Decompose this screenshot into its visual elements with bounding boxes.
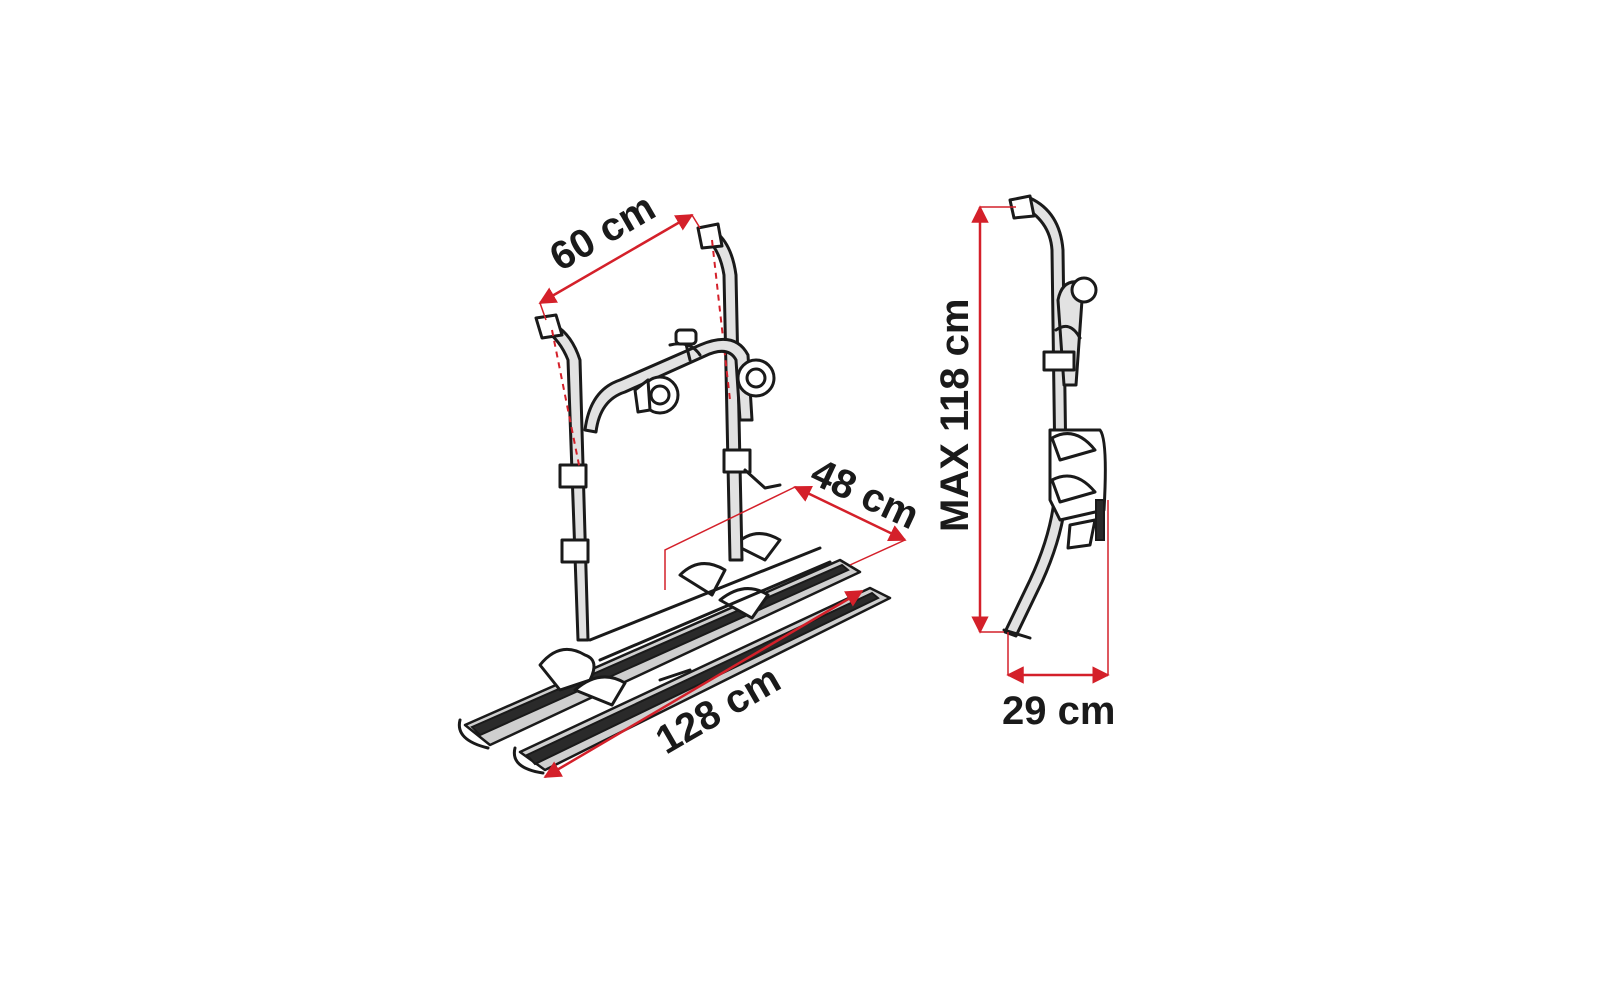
frame-clamp-right (736, 358, 776, 398)
dimension-side-depth: 29 cm (1002, 500, 1115, 733)
frame-clamp-left (633, 375, 680, 415)
side-wheel-holders (1048, 428, 1107, 550)
dimension-height: MAX 118 cm (933, 205, 1016, 634)
dimension-width-top: 60 cm (538, 185, 701, 321)
side-upright (1002, 194, 1068, 640)
upright-left (534, 313, 590, 642)
label-48cm: 48 cm (804, 450, 925, 538)
tightening-knob (674, 328, 698, 362)
lock-arm (743, 468, 782, 490)
rack-side-view: MAX 118 cm 29 cm (933, 194, 1115, 733)
upright-right (696, 222, 752, 562)
rack-perspective-view: 60 cm 48 cm 128 cm (457, 185, 926, 779)
label-29cm: 29 cm (1002, 689, 1115, 733)
label-max-118cm: MAX 118 cm (933, 299, 977, 532)
side-arch-clamp (1042, 276, 1098, 387)
